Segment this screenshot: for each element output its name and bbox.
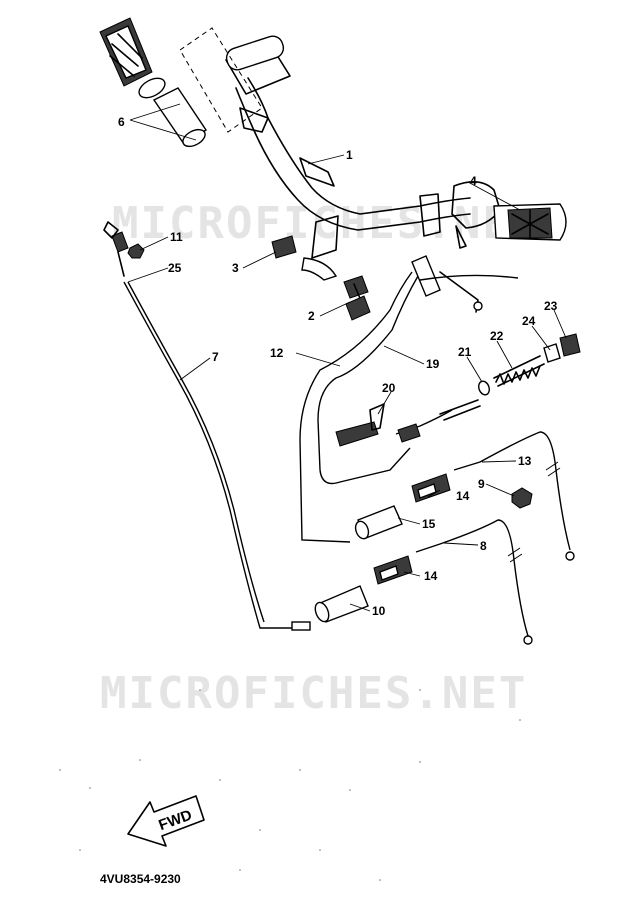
callout-20: 20 — [382, 381, 396, 395]
cable-13 — [453, 431, 575, 561]
callout-24: 24 — [522, 314, 536, 328]
callout-9: 9 — [478, 477, 485, 491]
screw-part — [103, 221, 129, 277]
callout-14a: 14 — [456, 489, 470, 503]
cable-12 — [299, 271, 413, 543]
scan-noise — [59, 689, 521, 881]
callout-21: 21 — [458, 345, 472, 359]
callout-23: 23 — [544, 299, 558, 313]
callout-25: 25 — [168, 261, 182, 275]
lever-assembly — [411, 255, 519, 313]
throttle-cable-10 — [314, 585, 369, 623]
right-grip-part — [493, 203, 567, 241]
nut-part — [127, 243, 145, 259]
callout-15: 15 — [422, 517, 436, 531]
adjuster-assembly — [395, 333, 581, 443]
callout-8: 8 — [480, 539, 487, 553]
callout-4: 4 — [470, 174, 477, 188]
callout-22: 22 — [490, 329, 504, 343]
nut-9-part — [511, 487, 533, 509]
callout-14b: 14 — [424, 569, 438, 583]
callout-3: 3 — [232, 261, 239, 275]
callout-11: 11 — [170, 230, 183, 244]
cable-19 — [317, 275, 419, 471]
brake-cable-front — [123, 281, 296, 629]
cable-8 — [415, 519, 533, 645]
callout-10: 10 — [372, 604, 386, 618]
leader-lines — [127, 103, 567, 612]
callout-2: 2 — [308, 309, 315, 323]
callout-7: 7 — [212, 350, 219, 364]
callout-19: 19 — [426, 357, 440, 371]
throttle-cable-15 — [354, 505, 403, 540]
forward-arrow-icon: FWD — [127, 795, 205, 847]
bolt-part — [343, 275, 371, 321]
joint-part-upper — [411, 473, 451, 503]
callout-13: 13 — [518, 454, 532, 468]
callout-6: 6 — [118, 115, 125, 129]
watermark-top: MICROFICHES.NET — [112, 198, 539, 249]
joint-part-lower — [373, 555, 413, 585]
callout-1: 1 — [346, 148, 353, 162]
callout-12: 12 — [270, 346, 284, 360]
watermark-bottom: MICROFICHES.NET — [100, 668, 527, 719]
left-grip-part — [99, 17, 263, 148]
bracket-part — [335, 403, 385, 447]
callout-labels: 1 2 3 4 6 7 8 9 10 11 12 13 14 14 15 19 … — [118, 115, 558, 618]
diagram-code: 4VU8354-9230 — [100, 872, 181, 886]
